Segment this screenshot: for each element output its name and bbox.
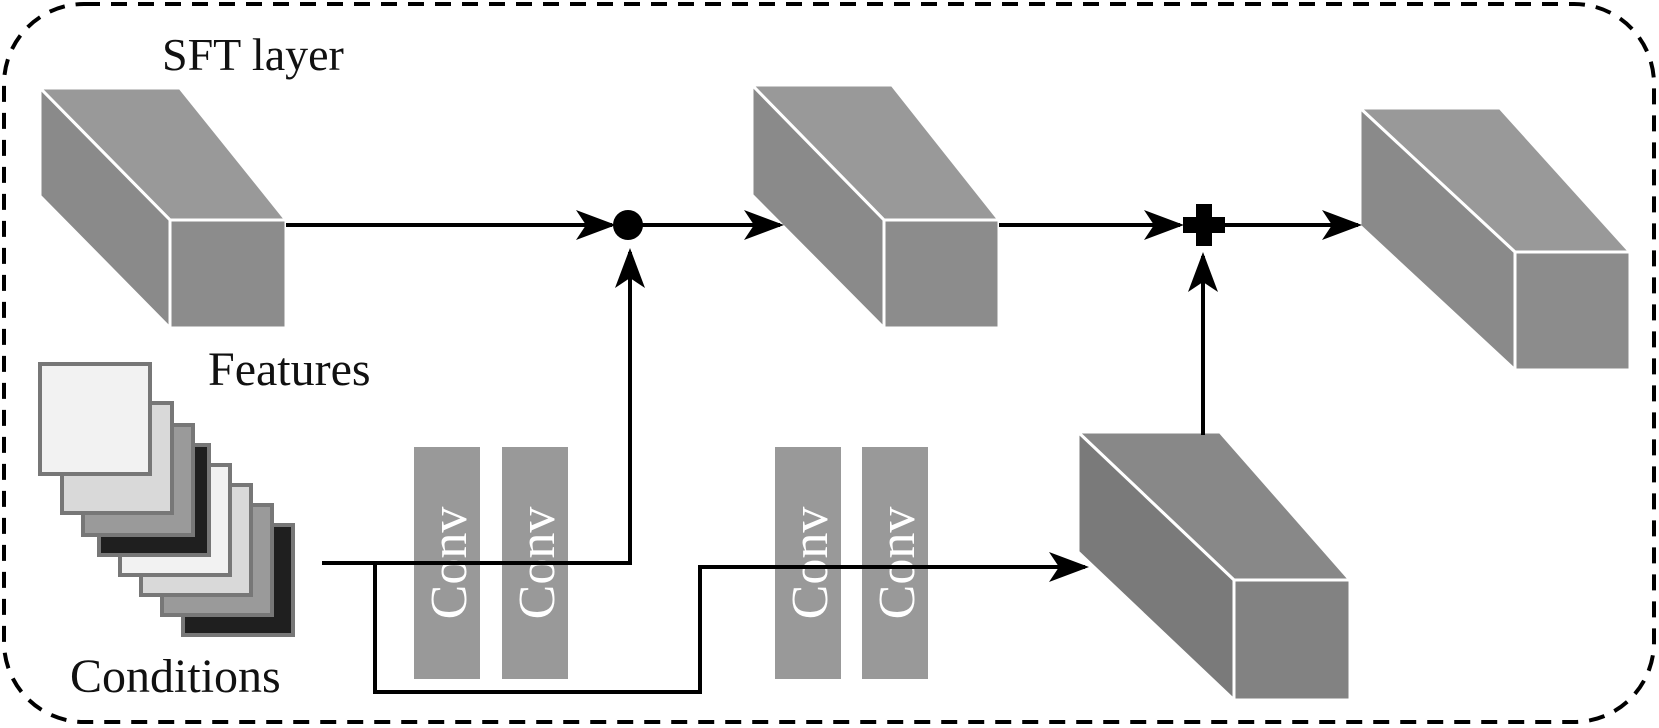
conv-block-shift-1: Conv [775, 447, 841, 679]
condition-maps [38, 362, 295, 637]
multiply-operator-icon [613, 210, 643, 240]
conditions-label: Conditions [70, 650, 281, 703]
connections [286, 210, 1362, 694]
line-condition-branch [373, 563, 810, 694]
feature-block-output [1356, 104, 1634, 374]
add-operator-icon [1183, 204, 1225, 246]
arrow-scale-branch-to-multiply [322, 248, 645, 565]
feature-block-shift [1074, 428, 1354, 704]
conv-label: Conv [782, 507, 839, 620]
features-label: Features [208, 343, 371, 396]
conv-label: Conv [869, 507, 926, 620]
feature-block-scaled [748, 81, 1003, 332]
sft-layer-title: SFT layer [162, 29, 344, 80]
feature-block-input [36, 84, 290, 332]
conv-block-shift-2: Conv [862, 447, 928, 679]
